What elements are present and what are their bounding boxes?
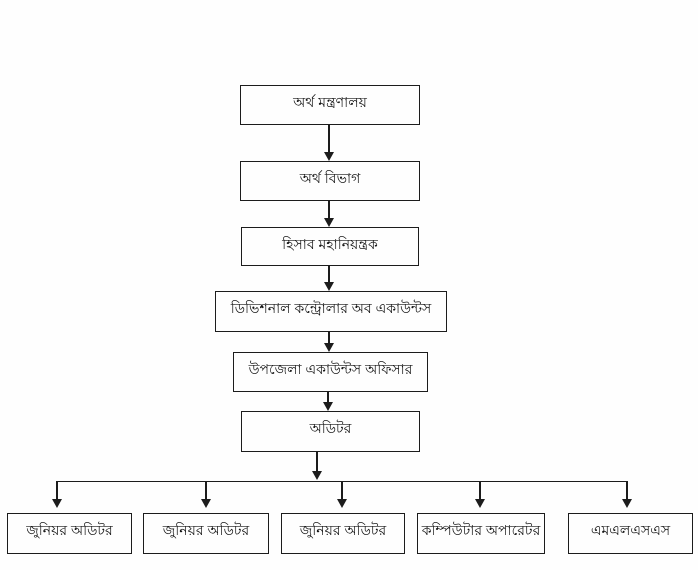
node-divisional-controller-of-accounts: ডিভিশনাল কন্ট্রোলার অব একাউন্টস: [215, 291, 447, 332]
arrow-down-icon: [324, 201, 334, 227]
node-controller-general-of-accounts: হিসাব মহানিয়ন্ত্রক: [241, 227, 419, 266]
node-mlss: এমএলএসএস: [568, 513, 693, 554]
arrow-down-icon: [337, 481, 347, 508]
arrow-down-icon: [324, 332, 334, 352]
node-finance-division: অর্থ বিভাগ: [240, 161, 420, 201]
node-ministry-of-finance: অর্থ মন্ত্রণালয়: [240, 85, 420, 125]
arrow-down-icon: [475, 481, 485, 508]
node-computer-operator: কম্পিউটার অপারেটর: [417, 513, 545, 554]
arrow-down-icon: [324, 266, 334, 291]
node-upazila-accounts-officer: উপজেলা একাউন্টস অফিসার: [233, 352, 428, 392]
arrow-down-icon: [201, 481, 211, 508]
arrow-down-icon: [622, 481, 632, 508]
arrow-down-icon: [324, 125, 334, 161]
arrow-down-icon: [312, 452, 322, 480]
node-auditor: অডিটর: [241, 411, 420, 452]
arrow-down-icon: [323, 392, 333, 411]
node-junior-auditor-2: জুনিয়র অডিটর: [143, 513, 269, 554]
node-junior-auditor-3: জুনিয়র অডিটর: [281, 513, 405, 554]
arrow-down-icon: [52, 481, 62, 508]
node-junior-auditor-1: জুনিয়র অডিটর: [7, 513, 132, 554]
